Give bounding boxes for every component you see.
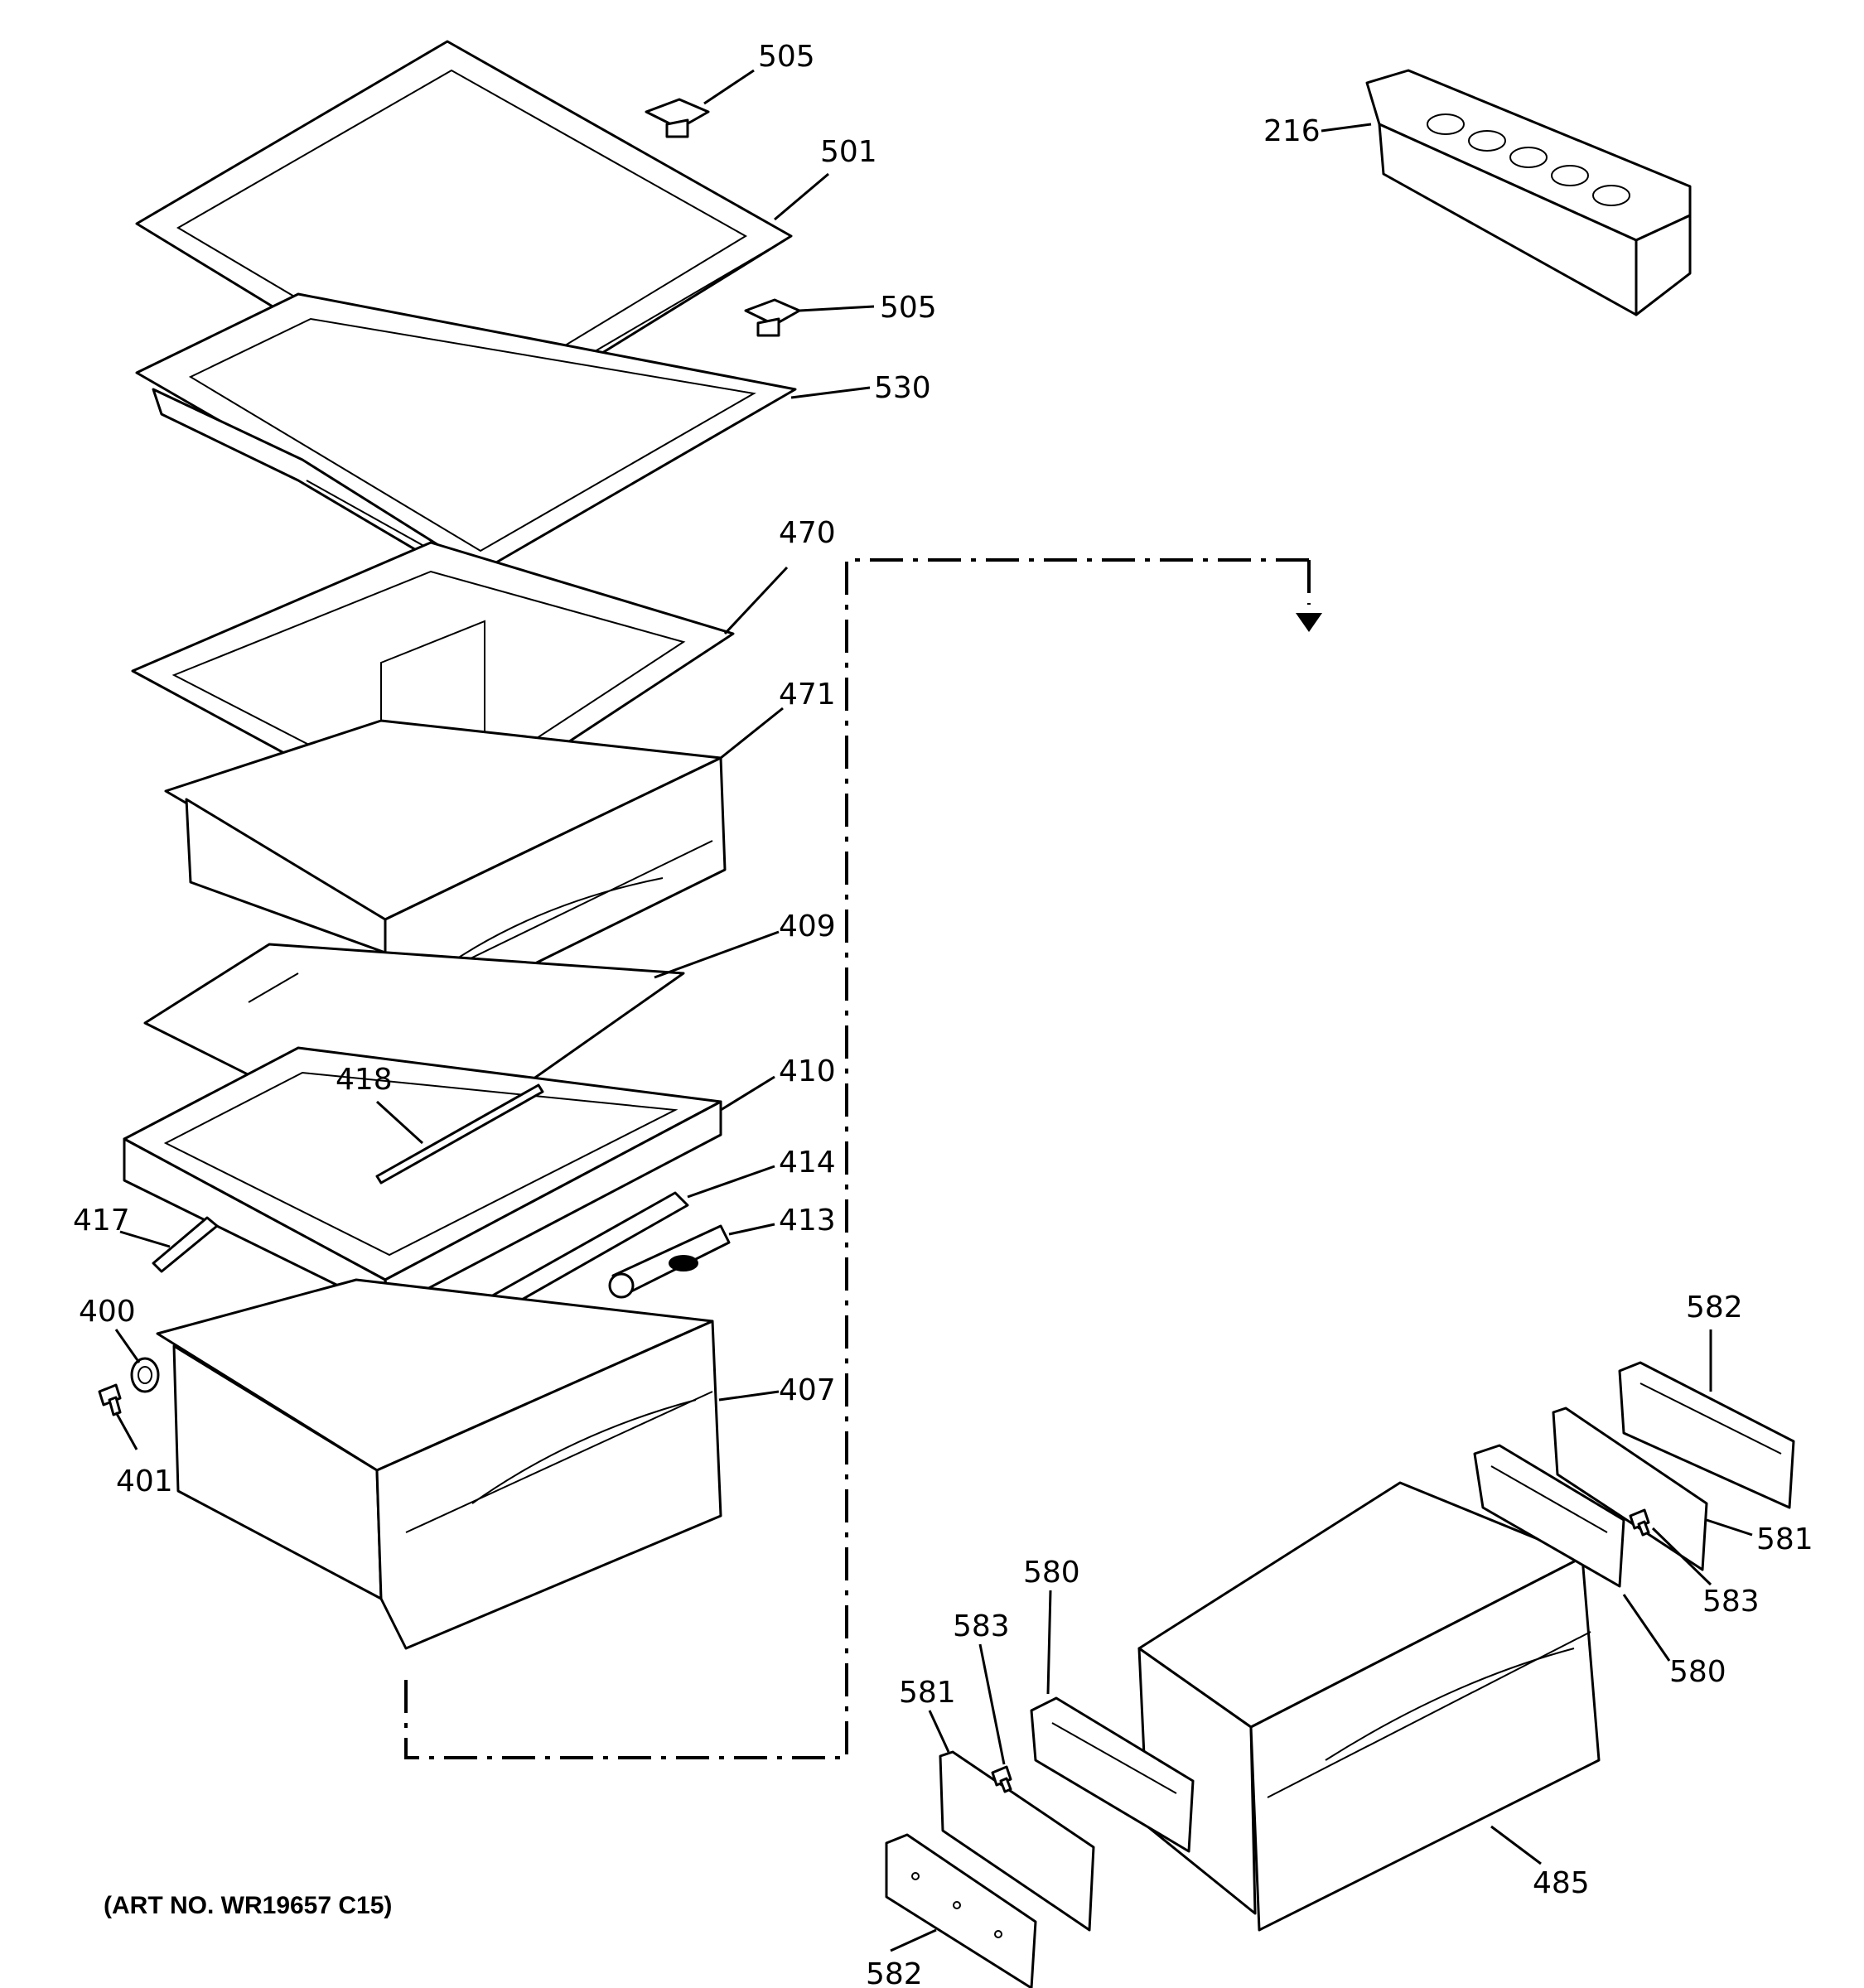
part-580-slide-left [1030,1696,1195,1853]
callout-582-left: 582 [866,1957,923,1988]
callout-581-right: 581 [1756,1522,1813,1556]
part-485-drawer [1137,1481,1601,1932]
callout-505-right: 505 [880,291,937,325]
callout-409: 409 [779,910,836,943]
callout-583-left: 583 [953,1609,1010,1643]
callout-401: 401 [116,1464,173,1498]
callout-470: 470 [779,516,836,550]
callout-417: 417 [73,1204,130,1238]
callout-501: 501 [820,135,877,169]
part-417-slide-rail [152,1216,219,1273]
callout-581-left: 581 [899,1676,956,1710]
part-505-clip-right [744,298,801,337]
callout-530: 530 [874,371,931,405]
part-400-knob [130,1357,160,1393]
part-582-cover-left [885,1833,1037,1988]
part-216-bin [1365,69,1692,316]
callout-580-right: 580 [1669,1655,1726,1689]
callout-413: 413 [779,1204,836,1238]
callout-505-top: 505 [758,40,815,74]
part-413-rod [608,1224,731,1299]
callout-583-right: 583 [1702,1585,1760,1619]
part-580-slide-right [1473,1444,1625,1588]
callout-582-right: 582 [1686,1291,1743,1325]
callout-418: 418 [336,1063,393,1097]
part-583-screw-left [991,1765,1012,1793]
part-401-screw [98,1383,122,1416]
callout-407: 407 [779,1373,836,1407]
part-505-clip-top [645,98,710,138]
part-583-screw-right [1629,1508,1650,1537]
part-410-frame [123,1046,722,1310]
leader-lines [114,69,1753,1952]
part-581-rail-left [939,1750,1095,1932]
part-582-cover-right [1618,1361,1795,1509]
callout-485: 485 [1533,1866,1590,1900]
part-418-rail [375,1083,544,1185]
art-number-label: (ART NO. WR19657 C15) [104,1892,392,1919]
part-407-drawer [156,1278,722,1650]
callout-580-left: 580 [1023,1556,1080,1590]
callout-471: 471 [779,678,836,712]
part-530-shelf-frame [135,292,797,590]
callout-414: 414 [779,1146,836,1180]
assembly-path-line [404,558,1322,1759]
callout-400: 400 [79,1295,136,1329]
callout-216: 216 [1263,114,1321,148]
part-581-rail-right [1552,1407,1708,1571]
callout-410: 410 [779,1054,836,1088]
